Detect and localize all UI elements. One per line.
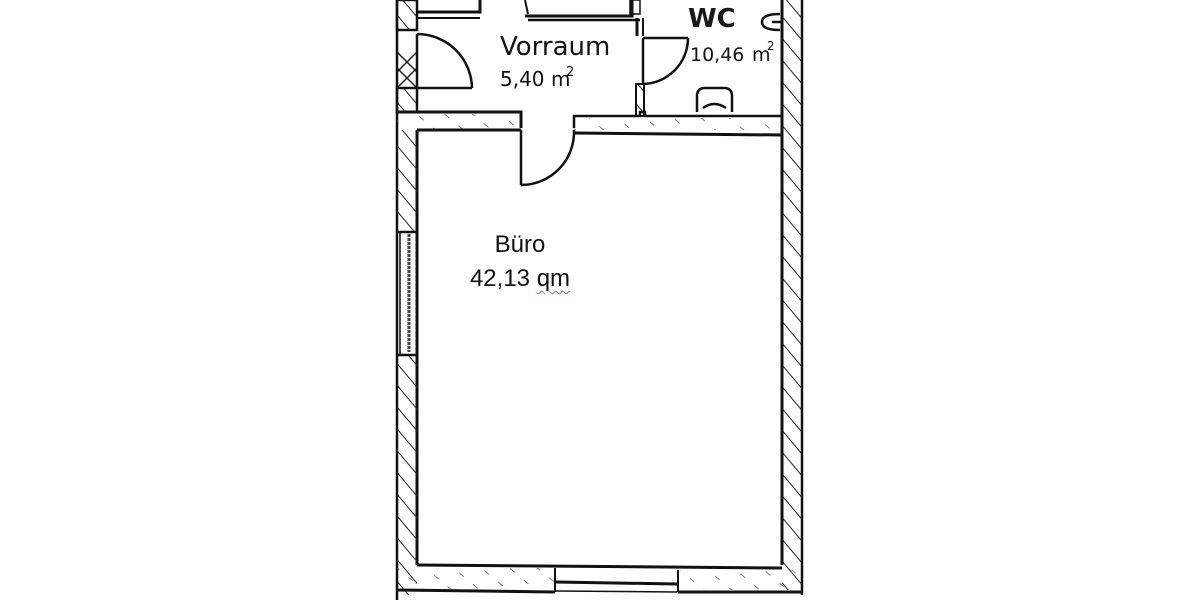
right-wall bbox=[780, 0, 804, 595]
left-wall-buero bbox=[397, 130, 417, 595]
wc-label: WC 10,46 m 2 bbox=[688, 4, 775, 66]
buero-name-text: Büro bbox=[494, 231, 546, 258]
buero-area-unit: qm bbox=[536, 265, 571, 292]
buero-area: 42,13 qm bbox=[440, 262, 600, 296]
bottom-window bbox=[555, 580, 678, 593]
wc-area-unit: m bbox=[752, 44, 771, 66]
vorraum-label: Vorraum 5,40 m 2 bbox=[500, 32, 610, 91]
buero-walls bbox=[415, 130, 784, 570]
vorraum-entry-door bbox=[415, 32, 474, 90]
middle-wall bbox=[397, 110, 783, 137]
bottom-wall bbox=[396, 568, 802, 594]
vorraum-wc-partition bbox=[635, 18, 645, 117]
wc-door bbox=[641, 36, 690, 86]
buero-door bbox=[519, 129, 576, 187]
top-partitions bbox=[417, 0, 641, 22]
vorraum-area-unit: m bbox=[551, 67, 570, 91]
buero-label: Büro 42,13 qm bbox=[440, 228, 600, 296]
wc-area-superscript: 2 bbox=[767, 39, 775, 53]
vorraum-area-value: 5,40 bbox=[500, 67, 545, 91]
buero-name: Büro bbox=[440, 228, 600, 262]
toilet-icon bbox=[695, 86, 734, 112]
wc-name: WC bbox=[688, 4, 736, 34]
vorraum-name: Vorraum bbox=[500, 32, 610, 62]
left-window bbox=[399, 232, 411, 355]
wc-area-value: 10,46 bbox=[690, 44, 744, 66]
sink-icon bbox=[760, 12, 782, 32]
buero-area-value: 42,13 bbox=[469, 265, 531, 292]
vorraum-area-superscript: 2 bbox=[566, 65, 574, 80]
